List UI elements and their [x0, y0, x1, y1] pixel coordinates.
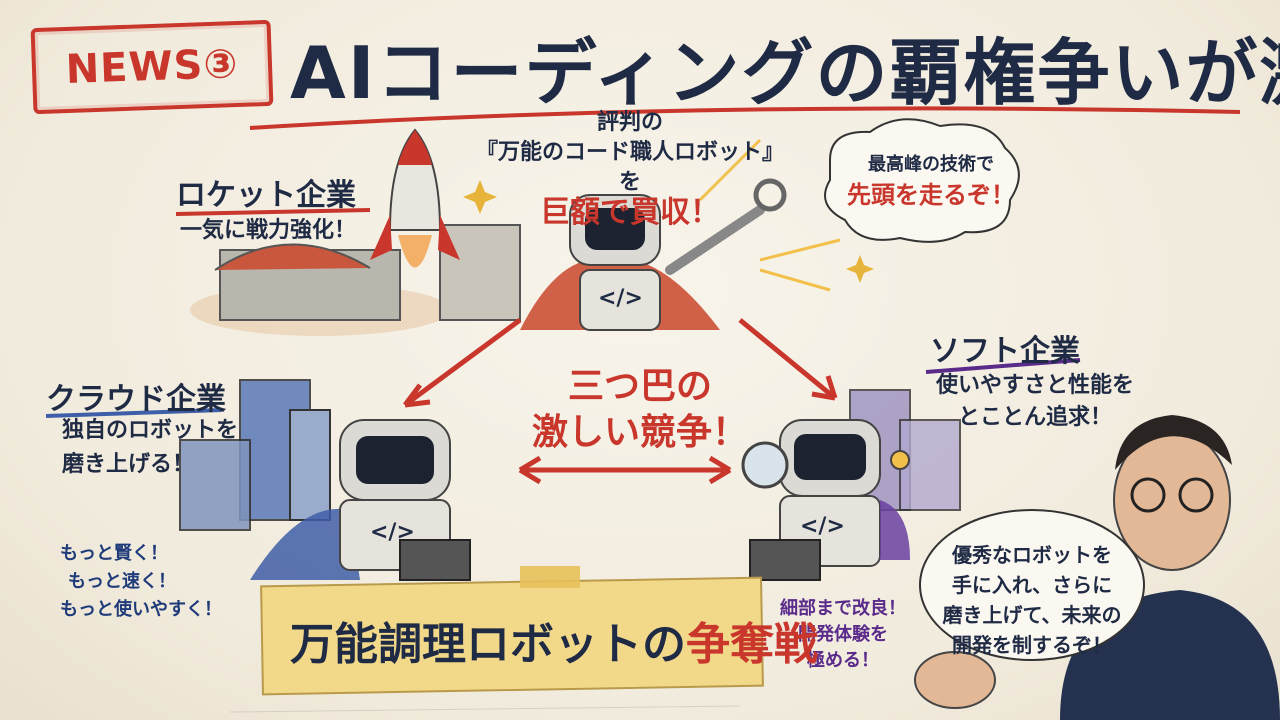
acquisition-line1: 評判の — [596, 110, 663, 135]
magnifier-icon — [741, 441, 789, 489]
speech-person-line4: 開発を制するぞ！ — [952, 633, 1112, 657]
acquisition-line2: 『万能のコード職人ロボット』を — [475, 140, 784, 195]
improve-note: 細部まで改良！ 開発体験を 極める！ — [768, 596, 918, 674]
rocket-underline — [175, 208, 371, 216]
robot-code-icon: </> — [800, 514, 845, 539]
left-robot-illustration — [250, 419, 471, 581]
banner-main: 万能調理ロボットの — [290, 619, 686, 670]
rocket-building-illustration — [190, 128, 521, 336]
page-title: AIコーディングの覇権争いが激化 — [290, 31, 1280, 115]
banner-emphasis: 争奪戦 — [686, 619, 818, 670]
sparkle-icons — [463, 180, 874, 283]
lightbulb-icon — [890, 450, 910, 470]
soft-sub-line1: 使いやすさと性能を — [936, 373, 1135, 398]
glasses-icon — [1130, 477, 1166, 513]
slogan-item: もっと使いやすく！ — [60, 599, 222, 620]
improve-line2: 開発体験を — [798, 624, 888, 645]
robot-code-icon: </> — [370, 520, 415, 545]
improve-line3: 極める！ — [807, 650, 879, 671]
software-company-sub: 使いやすさと性能を とことん追求！ — [936, 370, 1134, 434]
right-robot-illustration — [741, 419, 910, 581]
speech-person-text: 優秀なロボットを 手に入れ、さらに 磨き上げて、未来の 開発を制するぞ！ — [934, 540, 1130, 660]
news-badge: NEWS③ — [30, 19, 274, 115]
speech-person-line1: 優秀なロボットを — [952, 543, 1112, 567]
laptop-icon — [399, 539, 471, 581]
speech-cloud-top — [824, 118, 1020, 243]
pointing-hand-icon — [914, 651, 996, 709]
speech-person-line3: 磨き上げて、未来の — [942, 603, 1122, 627]
speech-bubble-person — [919, 509, 1145, 661]
cloud-company-sub: 独自のロボットを 磨き上げる！ — [62, 414, 238, 482]
speech-person-line2: 手に入れ、さらに — [951, 573, 1113, 597]
slogan-item: もっと速く！ — [68, 571, 176, 592]
software-company-label: ソフト企業 — [930, 334, 1080, 369]
soft-sub-line2: とことん追求！ — [958, 405, 1113, 430]
acquisition-caption: 評判の 『万能のコード職人ロボット』を 巨額で買収！ — [470, 108, 790, 228]
rocket-company-label: ロケット企業 — [176, 178, 356, 213]
competition-line2: 激しい競争！ — [531, 412, 748, 453]
competition-caption: 三つ巴の 激しい競争！ — [530, 364, 750, 456]
banner-title: 万能調理ロボットの争奪戦 — [290, 608, 818, 672]
speech-top-line1: 最高峰の技術で — [868, 154, 994, 175]
speech-top-line2: 先頭を走るぞ！ — [847, 181, 1015, 209]
cloud-underline — [45, 408, 223, 418]
banner-background — [260, 576, 764, 696]
competition-arrows — [403, 317, 838, 485]
cloud-building-illustration — [179, 379, 331, 531]
cloud-sub-line1: 独自のロボットを — [62, 418, 239, 443]
wrench-icon — [753, 178, 787, 212]
acquisition-line3: 巨額で買収！ — [540, 195, 720, 230]
title-underline — [249, 106, 1241, 130]
speech-top-text: 最高峰の技術で 先頭を走るぞ！ — [836, 150, 1026, 210]
improve-line1: 細部まで改良！ — [780, 598, 906, 619]
slogan-list: もっと賢く！ もっと速く！ もっと使いやすく！ — [60, 540, 222, 624]
top-robot-illustration — [520, 138, 841, 331]
competition-line1: 三つ巴の — [567, 366, 712, 407]
soft-underline — [925, 358, 1081, 374]
cloud-company-label: クラウド企業 — [46, 382, 226, 417]
slogan-item: もっと賢く！ — [60, 543, 168, 564]
rocket-company-sub: 一気に戦力強化！ — [180, 218, 357, 243]
robot-code-icon: </> — [598, 286, 643, 311]
banner-tape — [520, 566, 580, 588]
cloud-sub-line2: 磨き上げる！ — [62, 452, 195, 477]
